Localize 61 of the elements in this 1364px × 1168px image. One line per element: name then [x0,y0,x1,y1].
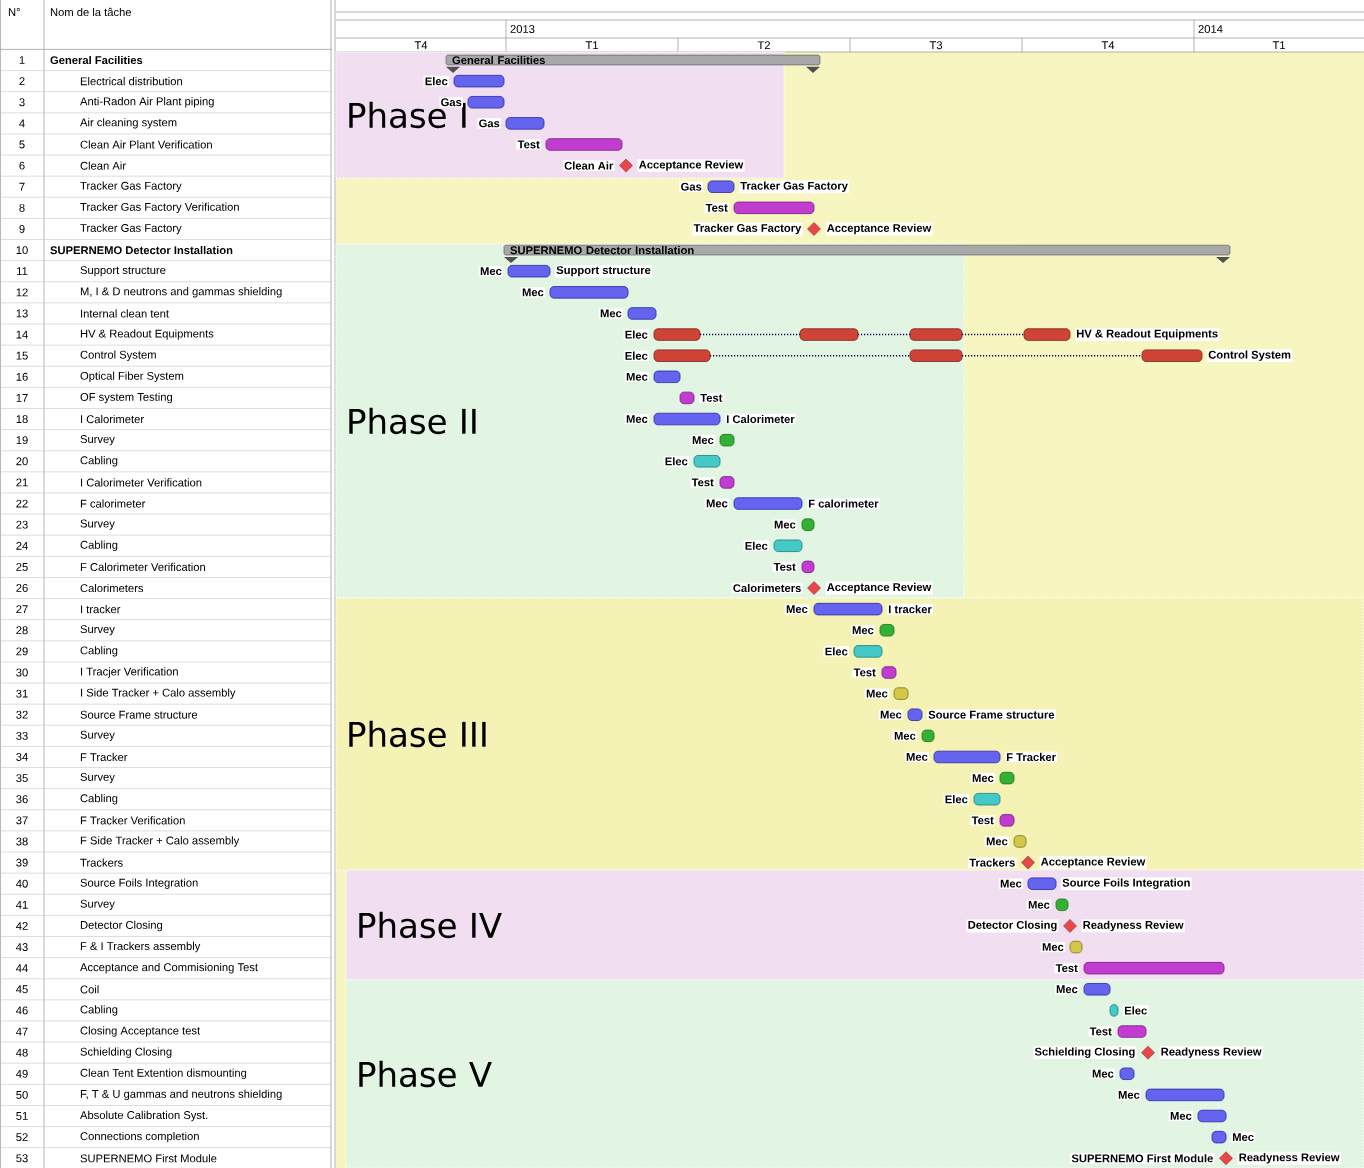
task-bar [1145,1088,1225,1102]
task-bar [999,814,1015,827]
task-bar [1211,1130,1227,1144]
task-bar [999,771,1015,785]
task-bar [909,328,963,341]
task-bar [909,349,963,362]
task-bar [733,201,815,215]
task-bar [773,539,803,552]
task-bar [453,74,505,88]
task-bar [733,497,803,510]
task-bar [1117,1025,1147,1038]
task-bar [1119,1067,1135,1080]
task-bar [799,328,859,341]
task-bar [1109,1004,1119,1017]
task-bar [653,349,711,362]
task-bar [693,455,721,468]
dotted-connector [699,333,801,336]
milestone-diamond [807,581,821,595]
task-bar [881,666,897,679]
task-bar [1023,328,1071,341]
task-bar [1013,835,1027,848]
task-bar [507,265,551,278]
task-bar [679,391,695,405]
task-bar [719,476,735,489]
task-bar [719,433,735,447]
task-bar [505,117,545,130]
milestone-diamond [1063,919,1077,933]
task-bar [907,708,923,721]
task-bar [627,307,657,320]
task-bar [801,560,815,574]
task-bar [707,180,735,193]
task-bar [973,793,1001,806]
dotted-connector [709,355,911,357]
task-bar [801,518,815,531]
task-bar [1083,983,1111,996]
task-bar [879,624,895,637]
task-bar [549,286,629,299]
task-bar [1083,961,1225,975]
milestone-diamond [807,222,821,236]
task-bar [653,412,721,426]
task-bar [933,750,1001,764]
milestone-diamond [1141,1045,1155,1060]
task-bar [1055,898,1069,911]
dotted-connector [961,355,1143,357]
task-bar [467,96,505,109]
task-bar [1069,940,1083,954]
task-bar [1027,877,1057,890]
task-bar [813,602,883,616]
task-bar [1141,349,1203,362]
task-bar [653,328,701,341]
task-bar [545,138,623,151]
milestone-diamond [619,158,633,173]
milestone-diamond [1021,855,1035,870]
dotted-connector [857,333,911,336]
task-bar [653,370,681,383]
milestone-diamond [1219,1151,1233,1166]
dotted-connector [961,333,1025,336]
task-bar [921,729,935,743]
task-bar [1197,1109,1227,1123]
task-bar [853,645,883,658]
task-bar [893,687,909,700]
